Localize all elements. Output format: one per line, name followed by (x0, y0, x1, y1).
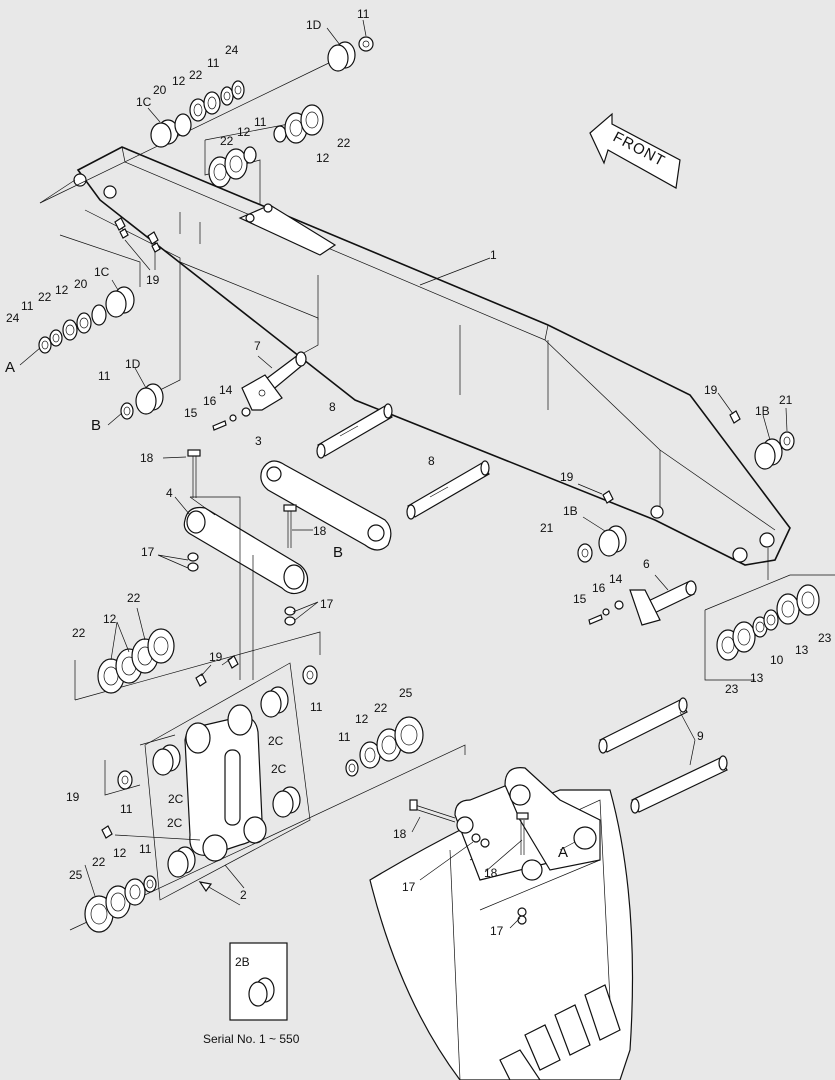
callout-a-left: A (5, 359, 15, 376)
callout-4: 4 (166, 486, 173, 500)
callout-18-c: 18 (393, 827, 407, 841)
link-3 (260, 460, 392, 551)
arm-tip-pin-stack (577, 410, 835, 681)
callout-a-right: A (558, 844, 568, 861)
callout-22-h: 22 (92, 855, 106, 869)
front-arrow-icon: FRONT (589, 112, 681, 189)
callout-12-d: 12 (316, 151, 330, 165)
callout-19-a: 19 (146, 273, 160, 287)
callout-12-g: 12 (355, 712, 369, 726)
callout-22-g: 22 (374, 701, 388, 715)
callout-20-b: 20 (74, 277, 88, 291)
callout-12-a: 12 (172, 74, 186, 88)
callout-13-a: 13 (795, 643, 809, 657)
callout-1d-top: 1D (306, 18, 322, 32)
callout-11-d: 11 (21, 299, 34, 313)
callout-b-left: B (91, 417, 101, 434)
pin-7-group (179, 261, 319, 431)
callout-2c-b: 2C (271, 762, 287, 776)
callout-18-b: 18 (313, 524, 327, 538)
callout-1c-b: 1C (94, 265, 110, 279)
callout-11-top: 11 (357, 7, 370, 21)
callout-1d-b: 1D (125, 357, 141, 371)
leader-lines (84, 19, 788, 929)
callout-12-c: 12 (237, 125, 251, 139)
arm-body (73, 146, 791, 566)
link-2-assembly (69, 628, 466, 933)
callout-2: 2 (240, 888, 247, 902)
callout-17-a: 17 (141, 545, 155, 559)
callout-19-b: 19 (704, 383, 718, 397)
callout-14-a: 14 (219, 383, 233, 397)
callout-24-top: 24 (225, 43, 239, 57)
callout-17-c: 17 (402, 880, 416, 894)
callout-11-f: 11 (310, 700, 323, 714)
callout-2b: 2B (235, 955, 250, 969)
callout-9: 9 (697, 729, 704, 743)
serial-note: Serial No. 1 ~ 550 (203, 1032, 300, 1046)
callout-23-b: 23 (725, 682, 739, 696)
callout-22-c: 22 (220, 134, 234, 148)
callout-7: 7 (254, 339, 261, 353)
callout-18-a: 18 (140, 451, 154, 465)
callout-12-f: 12 (113, 846, 127, 860)
bucket (369, 697, 728, 1080)
callout-3: 3 (255, 434, 262, 448)
callout-13-b: 13 (750, 671, 764, 685)
callout-labels: 1D 11 24 11 22 12 20 1C 11 12 22 12 22 1… (5, 7, 832, 1046)
callout-22-a: 22 (189, 68, 203, 82)
callout-24-b: 24 (6, 311, 20, 325)
callout-25-a: 25 (399, 686, 413, 700)
top-left-pin-stack (19, 36, 374, 426)
callout-8-b: 8 (428, 454, 435, 468)
callout-22-d: 22 (337, 136, 351, 150)
callout-6: 6 (643, 557, 650, 571)
callout-21-a: 21 (779, 393, 793, 407)
callout-20-a: 20 (153, 83, 167, 97)
callout-2c-c: 2C (168, 792, 184, 806)
callout-16-a: 16 (203, 394, 217, 408)
callout-17-b: 17 (320, 597, 334, 611)
callout-11-i: 11 (139, 842, 152, 856)
callout-2c-d: 2C (167, 816, 183, 830)
callout-15-a: 15 (184, 406, 198, 420)
callout-17-d: 17 (490, 924, 504, 938)
callout-11-g: 11 (120, 802, 133, 816)
callout-11-h: 11 (338, 730, 351, 744)
callout-12-b: 12 (55, 283, 69, 297)
callout-11-c: 11 (254, 115, 267, 129)
callout-19-c: 19 (560, 470, 574, 484)
callout-25-b: 25 (69, 868, 83, 882)
pin-8-lower (406, 460, 490, 520)
callout-22-b: 22 (38, 290, 52, 304)
callout-22-e: 22 (127, 591, 141, 605)
callout-23-a: 23 (818, 631, 832, 645)
callout-19-e: 19 (66, 790, 80, 804)
callout-1c-a: 1C (136, 95, 152, 109)
callout-11-b: 11 (207, 56, 220, 70)
callout-2c-a: 2C (268, 734, 284, 748)
callout-10: 10 (770, 653, 784, 667)
pin-8-upper (316, 403, 393, 459)
callout-22-f: 22 (72, 626, 86, 640)
callout-12-e: 12 (103, 612, 117, 626)
bushing-2b-inset (229, 942, 288, 1021)
callout-8-a: 8 (329, 400, 336, 414)
callout-1b-b: 1B (563, 504, 578, 518)
callout-21-b: 21 (540, 521, 554, 535)
callout-19-d: 19 (209, 650, 223, 664)
callout-16-b: 16 (592, 581, 606, 595)
callout-14-b: 14 (609, 572, 623, 586)
callout-1b-a: 1B (755, 404, 770, 418)
callout-15-b: 15 (573, 592, 587, 606)
callout-18-d: 18 (484, 866, 498, 880)
callout-b-mid: B (333, 544, 343, 561)
callout-1: 1 (490, 248, 497, 262)
callout-11-e: 11 (98, 369, 111, 383)
